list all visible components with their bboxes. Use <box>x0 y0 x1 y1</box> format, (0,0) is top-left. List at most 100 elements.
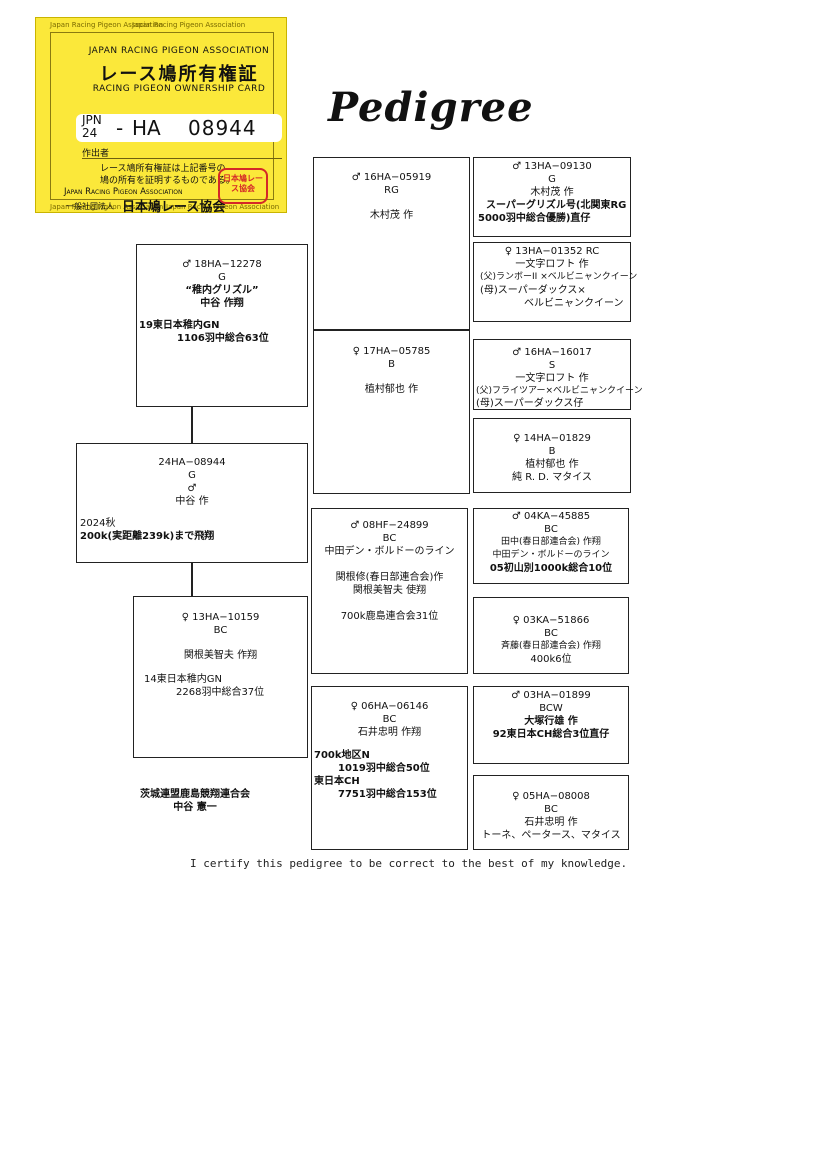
subject-sex: ♂ <box>187 483 197 494</box>
dam-note1: 14東日本稚内GN <box>144 674 222 685</box>
sd-breeder: 植村郁也 作 <box>364 384 419 395</box>
ss-color: RG <box>384 185 399 196</box>
stamp-text: 日本鳩レース協会 <box>223 174 263 193</box>
sire-box: ♂ 18HA−12278 G “稚内グリズル” 中谷 作翔 19東日本稚内GN … <box>136 244 308 407</box>
sdd-note1: 純 R. D. マタイス <box>512 472 592 483</box>
card-border-text-top-2: Japan Racing Pigeon Association <box>132 21 246 29</box>
card-dash: - <box>116 116 124 140</box>
sss-ring: ♂ 13HA−09130 <box>512 161 592 172</box>
dd-breeder: 石井忠明 作翔 <box>357 727 422 738</box>
ds-line: 中田デン・ボルドーのライン <box>324 546 455 557</box>
association-seal-stamp: 日本鳩レース協会 <box>218 168 268 204</box>
dsd-ring: ♀ 03KA−51866 <box>512 615 590 626</box>
ssd-note2: (母)スーパーダックス× <box>480 285 586 296</box>
sire-dam-box: ♀ 17HA−05785 B 植村郁也 作 <box>313 330 470 494</box>
connector-subject-dam <box>191 563 193 596</box>
sd-ring: ♀ 17HA−05785 <box>352 346 431 357</box>
sds-note2: (母)スーパーダックス仔 <box>476 398 584 409</box>
dss-note2: 05初山別1000k総合10位 <box>489 563 613 574</box>
ds-note: 700k鹿島連合会31位 <box>340 611 439 622</box>
card-border-text-bottom: Japan Racing Pigeon Association <box>50 203 164 211</box>
dds-note1: 92東日本CH総合3位直仔 <box>492 729 610 740</box>
page-title: Pedigree <box>328 84 534 131</box>
owner-club: 茨城連盟鹿島競翔連合会 <box>140 789 250 800</box>
card-issuer-line <box>82 158 282 159</box>
ownership-card: Japan Racing Pigeon Association Japan Ra… <box>35 17 287 215</box>
ddd-note1: トーネ、ペータース、マタイス <box>481 830 621 841</box>
card-number: 08944 <box>188 116 257 140</box>
card-assoc-jp-prefix: 一般社団法人 <box>66 202 114 211</box>
dd-note1: 700k地区N <box>314 750 370 761</box>
dd-note3: 東日本CH <box>314 776 360 787</box>
connector-sire-subject <box>191 407 193 443</box>
card-assoc-jp: 日本鳩レース協会 <box>122 200 226 215</box>
subject-note1: 2024秋 <box>80 518 116 529</box>
dss-breeder: 田中(春日部連合会) 作翔 <box>501 537 601 547</box>
ddd-ring: ♀ 05HA−08008 <box>512 791 590 802</box>
subject-ring: 24HA−08944 <box>158 457 226 468</box>
ssd-box: ♀ 13HA−01352 RC 一文字ロフト 作 (父)ランボーII ×ベルビニ… <box>473 242 637 322</box>
ds-color: BC <box>382 533 397 544</box>
ssd-note1: (父)ランボーII ×ベルビニャンクイーン <box>480 272 638 282</box>
sire-ring: ♂ 18HA−12278 <box>182 259 262 270</box>
sdd-box: ♀ 14HA−01829 B 植村郁也 作 純 R. D. マタイス <box>473 418 631 493</box>
card-prefix-bottom: 24 <box>82 126 98 140</box>
ddd-breeder: 石井忠明 作 <box>524 817 578 828</box>
subject-bird-box: 24HA−08944 G ♂ 中谷 作 2024秋 200k(実距離239k)ま… <box>76 443 308 563</box>
sire-sire-box: ♂ 16HA−05919 RG 木村茂 作 <box>313 157 470 330</box>
sss-color: G <box>548 174 556 185</box>
dss-note1: 中田デン・ボルドーのライン <box>492 550 610 560</box>
dds-box: ♂ 03HA−01899 BCW 大塚行雄 作 92東日本CH総合3位直仔 <box>473 686 629 764</box>
dam-breeder: 関根美智夫 作翔 <box>183 650 258 661</box>
ssd-note3: ベルビニャンクイーン <box>524 298 624 309</box>
dsd-color: BC <box>544 628 558 639</box>
card-cert-line1: レース鳩所有権証は上記番号の <box>100 164 226 174</box>
dam-sire-box: ♂ 08HF−24899 BC 中田デン・ボルドーのライン 関根修(春日部連合会… <box>311 508 468 674</box>
card-border-text-bottom-2: Japan Racing Pigeon Association <box>166 203 280 211</box>
sss-note1: スーパーグリズル号(北関東RG <box>486 200 627 211</box>
card-assoc-en: JAPAN RACING PIGEON ASSOCIATION <box>88 46 270 56</box>
ddd-box: ♀ 05HA−08008 BC 石井忠明 作 トーネ、ペータース、マタイス <box>473 775 629 850</box>
ssd-ring: ♀ 13HA−01352 RC <box>504 246 600 257</box>
subject-color: G <box>188 470 196 481</box>
card-issuer-label: 作出者 <box>82 149 110 159</box>
dd-color: BC <box>382 714 397 725</box>
dsd-note1: 400k6位 <box>530 654 572 665</box>
sds-color: S <box>548 360 556 371</box>
dam-color: BC <box>213 625 228 636</box>
dam-dam-box: ♀ 06HA−06146 BC 石井忠明 作翔 700k地区N 1019羽中総合… <box>311 686 468 850</box>
card-title-jp: レース鳩所有権証 <box>99 64 259 85</box>
sdd-breeder: 植村郁也 作 <box>525 459 579 470</box>
card-prefix-top: JPN <box>82 113 102 127</box>
sds-note1: (父)フライツアー×ベルビニャンクイーン <box>476 386 643 396</box>
ss-ring: ♂ 16HA−05919 <box>351 172 432 183</box>
dss-ring: ♂ 04KA−45885 <box>511 511 591 522</box>
sire-color: G <box>218 272 226 283</box>
dds-color: BCW <box>539 703 563 714</box>
card-border-text-top: Japan Racing Pigeon Association <box>50 21 164 29</box>
ddd-color: BC <box>544 804 558 815</box>
dd-note2: 1019羽中総合50位 <box>338 763 430 774</box>
card-assoc-en2: Japan Racing Pigeon Association <box>64 187 183 197</box>
sss-breeder: 木村茂 作 <box>530 187 574 198</box>
sss-box: ♂ 13HA−09130 G 木村茂 作 スーパーグリズル号(北関東RG 500… <box>473 157 631 237</box>
dds-ring: ♂ 03HA−01899 <box>511 690 591 701</box>
dam-note2: 2268羽中総合37位 <box>176 687 265 698</box>
dd-ring: ♀ 06HA−06146 <box>350 701 429 712</box>
sds-breeder: 一文字ロフト 作 <box>515 373 589 384</box>
ssd-breeder: 一文字ロフト 作 <box>515 259 589 270</box>
sire-name: “稚内グリズル” <box>185 285 259 296</box>
ds-ring: ♂ 08HF−24899 <box>350 520 429 531</box>
subject-breeder: 中谷 作 <box>175 496 209 507</box>
sds-ring: ♂ 16HA−16017 <box>512 347 592 358</box>
ds-breeder2: 関根美智夫 使翔 <box>352 585 427 596</box>
sd-color: B <box>388 359 395 370</box>
card-code: HA <box>132 116 161 140</box>
dsd-box: ♀ 03KA−51866 BC 斉藤(春日部連合会) 作翔 400k6位 <box>473 597 629 674</box>
sdd-ring: ♀ 14HA−01829 <box>513 433 591 444</box>
sire-note2: 1106羽中総合63位 <box>177 333 269 344</box>
dam-ring: ♀ 13HA−10159 <box>181 612 260 623</box>
ss-breeder: 木村茂 作 <box>369 210 414 221</box>
dam-box: ♀ 13HA−10159 BC 関根美智夫 作翔 14東日本稚内GN 2268羽… <box>133 596 308 758</box>
sire-breeder: 中谷 作翔 <box>200 298 244 309</box>
